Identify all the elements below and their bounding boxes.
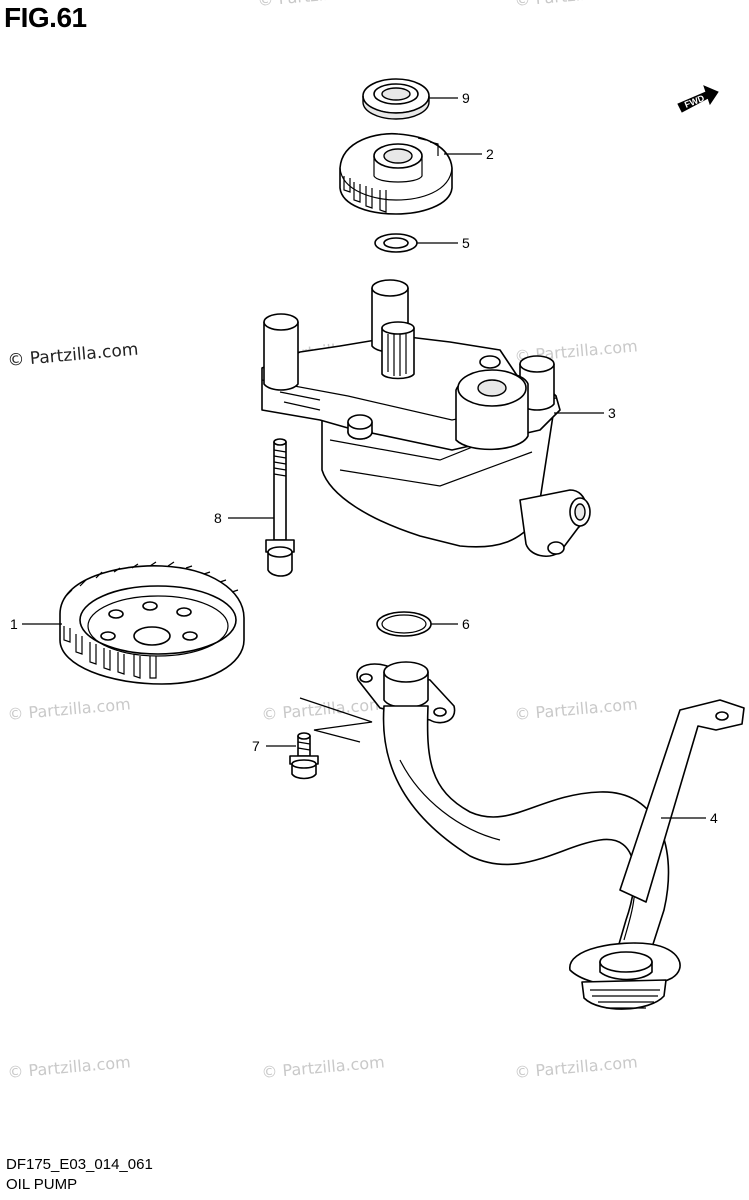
figure-code: DF175_E03_014_061 (6, 1156, 153, 1173)
long-bolt-part (265, 438, 295, 577)
callout-6: 6 (462, 616, 470, 632)
watermark-text: © Partzilla.com (261, 694, 386, 724)
figure-name: OIL PUMP (6, 1176, 78, 1193)
watermark-text: © Partzilla.com (7, 1052, 132, 1082)
callout-4: 4 (710, 810, 718, 826)
callout-1: 1 (10, 616, 18, 632)
callout-3: 3 (608, 405, 616, 421)
callout-labels: 9 2 5 3 4 6 7 8 1 (10, 90, 718, 826)
fwd-arrow-icon: FWD (677, 85, 719, 113)
watermark-text: © Partzilla.com (514, 694, 639, 724)
watermark-text: © Partzilla.com (257, 0, 382, 10)
fwd-label: FWD (683, 93, 706, 110)
callout-2: 2 (486, 146, 494, 162)
short-bolt-part (289, 732, 319, 780)
callout-9: 9 (462, 90, 470, 106)
oil-pump-assembly-part (261, 279, 591, 557)
oil-strainer-pipe-part (356, 661, 745, 1010)
watermark-text: © Partzilla.com (261, 1052, 386, 1082)
callout-5: 5 (462, 235, 470, 251)
watermark-text: © Partzilla.com (514, 0, 639, 10)
o-ring-part (376, 611, 432, 637)
large-gear-part (59, 561, 245, 685)
watermark-text: © Partzilla.com (514, 1052, 639, 1082)
driven-gear-part (339, 132, 453, 215)
bearing-part (362, 78, 430, 120)
leader-lines (22, 97, 706, 819)
callout-8: 8 (214, 510, 222, 526)
callout-7: 7 (252, 738, 260, 754)
figure-title: FIG.61 (4, 2, 87, 33)
washer-part (374, 233, 418, 253)
watermark-text-dark: © Partzilla.com (7, 340, 139, 371)
watermark-text: © Partzilla.com (7, 694, 132, 724)
